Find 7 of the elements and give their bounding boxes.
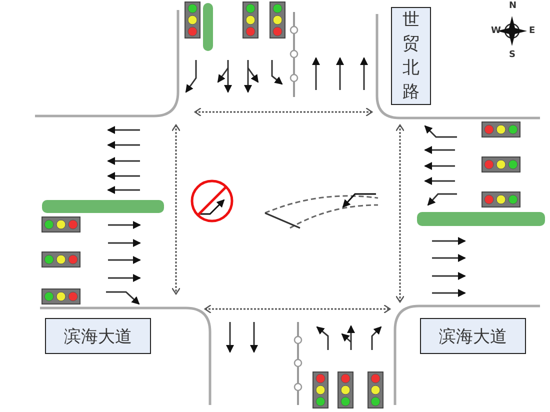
compass-letter: N [509, 2, 517, 11]
compass-letter: S [509, 51, 516, 60]
road-name-box: 滨海大道 [420, 318, 526, 354]
compass-letter: W [491, 27, 501, 36]
road-name-box: 世贸北路 [391, 7, 431, 105]
compass-letter: E [529, 27, 536, 36]
road-name-box: 滨海大道 [45, 318, 151, 354]
